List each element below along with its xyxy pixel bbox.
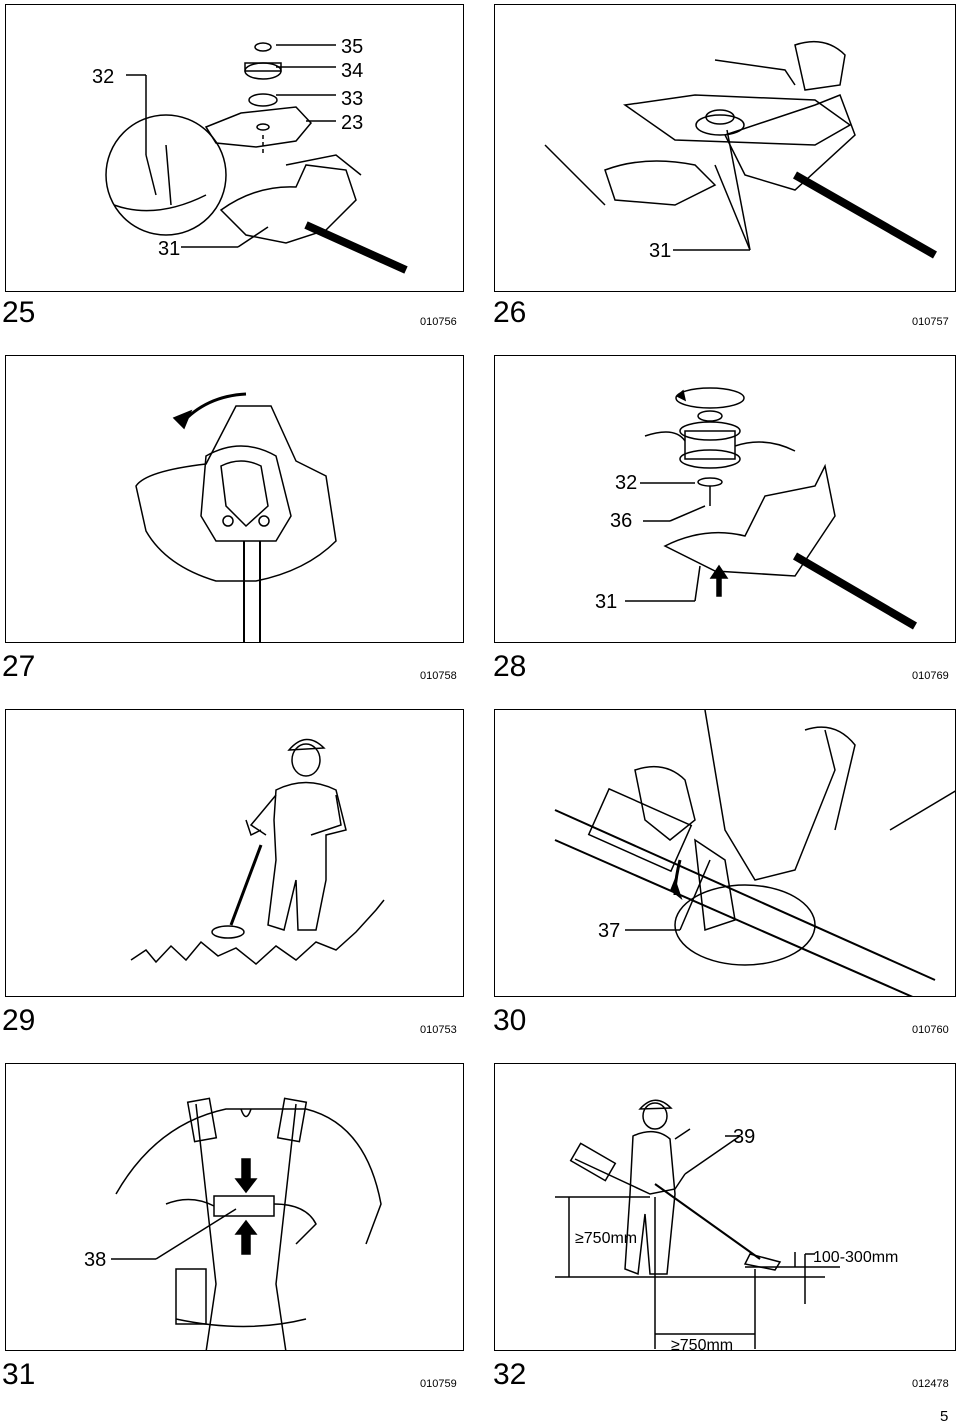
figure-27-panel — [5, 355, 464, 643]
figure-25-number: 25 — [2, 296, 36, 329]
callout-34: 34 — [341, 60, 364, 82]
figure-29-panel — [5, 709, 464, 997]
figure-27-code: 010758 — [420, 670, 457, 682]
figure-28-code: 010769 — [912, 670, 949, 682]
figure-31-panel: 38 — [5, 1063, 464, 1351]
figure-29-number: 29 — [2, 1004, 36, 1037]
dimension-reach-distance: ≥750mm — [671, 1337, 734, 1351]
callout-33: 33 — [341, 88, 364, 110]
figure-25-code: 010756 — [420, 316, 457, 328]
callout-32: 32 — [92, 66, 115, 88]
figure-30-illustration — [554, 710, 955, 996]
callout-35: 35 — [341, 36, 364, 58]
dimension-handle-height: ≥750mm — [575, 1230, 638, 1247]
figure-31-code: 010759 — [420, 1378, 457, 1390]
callout-37: 37 — [598, 920, 621, 942]
figure-25-panel: 32 35 34 33 23 31 — [5, 4, 464, 292]
figure-26-illustration — [544, 40, 937, 259]
figure-26-code: 010757 — [912, 316, 949, 328]
callout-23: 23 — [341, 112, 364, 134]
callout-31: 31 — [158, 238, 181, 260]
figure-27-number: 27 — [2, 650, 36, 683]
figure-32-code: 012478 — [912, 1378, 949, 1390]
callout-32: 32 — [615, 472, 638, 494]
figure-26-number: 26 — [493, 296, 527, 329]
figure-32-illustration — [555, 1099, 840, 1349]
figure-30-code: 010760 — [912, 1024, 949, 1036]
callout-31: 31 — [649, 240, 672, 262]
figure-28-number: 28 — [493, 650, 527, 683]
figure-29-illustration — [130, 738, 385, 965]
figure-28-illustration — [625, 387, 918, 630]
figure-27-illustration — [135, 392, 337, 642]
figure-28-panel: 32 36 31 — [494, 355, 956, 643]
figure-29-code: 010753 — [420, 1024, 457, 1036]
callout-38: 38 — [84, 1249, 107, 1271]
callout-36: 36 — [610, 510, 633, 532]
figure-26-panel: 31 — [494, 4, 956, 292]
figure-31-illustration — [111, 1097, 382, 1350]
figure-30-number: 30 — [493, 1004, 527, 1037]
figure-32-panel: 39 ≥750mm 100-300mm ≥750mm — [494, 1063, 956, 1351]
page-number: 5 — [940, 1408, 949, 1425]
figure-32-number: 32 — [493, 1358, 527, 1391]
dimension-cutting-height: 100-300mm — [813, 1249, 899, 1266]
callout-31: 31 — [595, 591, 618, 613]
figure-25-illustration — [105, 42, 408, 274]
figure-30-panel: 37 — [494, 709, 956, 997]
callout-39: 39 — [733, 1126, 756, 1148]
figure-31-number: 31 — [2, 1358, 36, 1391]
